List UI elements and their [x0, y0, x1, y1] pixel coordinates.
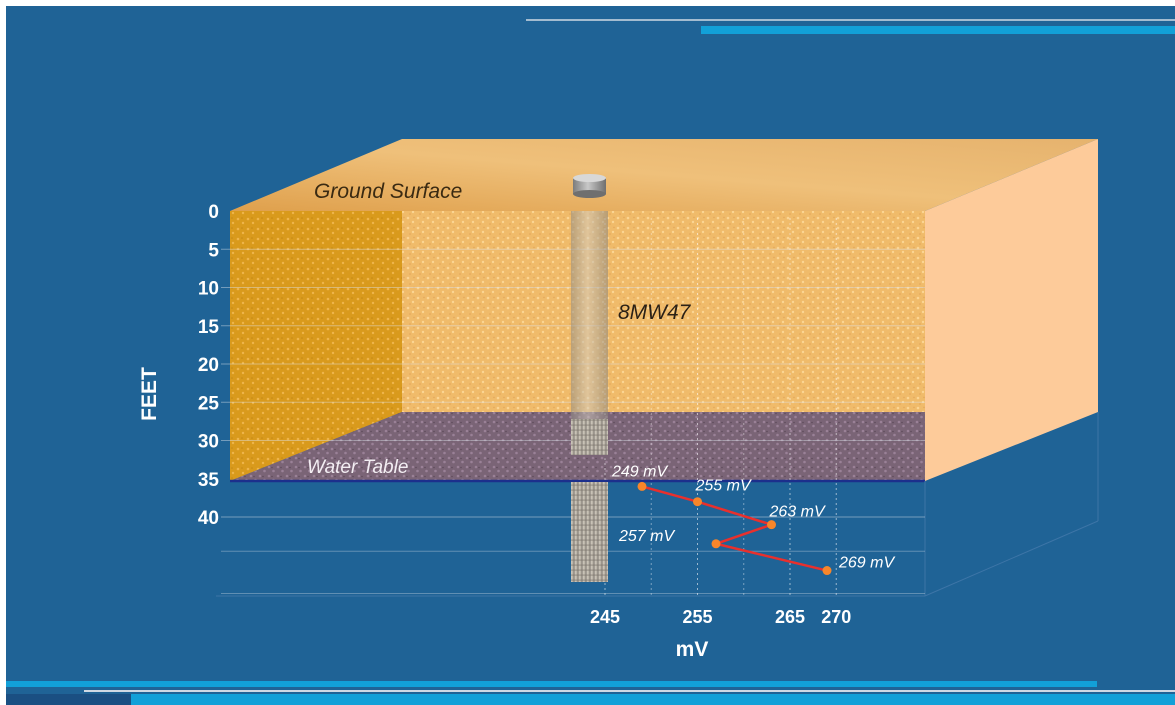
- well-cap: [573, 178, 606, 194]
- profile-point-label: 255 mV: [695, 478, 752, 495]
- x-axis-title: mV: [676, 638, 709, 661]
- ground-surface-top: [230, 139, 1098, 211]
- mv-tick-labels: 245 255 265 270: [590, 607, 851, 627]
- profile-point: [822, 566, 832, 576]
- depth-tick-label: 10: [198, 279, 219, 300]
- profile-point: [767, 520, 776, 530]
- water-table-label: Water Table: [307, 457, 408, 478]
- depth-tick-label: 25: [198, 393, 220, 414]
- y-axis-title: FEET: [138, 367, 161, 421]
- depth-tick-label: 20: [198, 355, 219, 376]
- diagram-canvas: Ground Surface Water Table 8MW47 FEET mV…: [6, 19, 1175, 705]
- depth-tick-label: 30: [198, 432, 219, 453]
- mv-tick-label: 265: [775, 607, 805, 627]
- unsaturated-zone: [402, 211, 925, 412]
- well-cap-bottom: [573, 190, 606, 198]
- profile-point: [693, 497, 702, 507]
- well-screen-lower: [571, 482, 608, 582]
- well-screen-upper: [571, 419, 608, 455]
- profile-point-label: 249 mV: [611, 463, 668, 480]
- header-accent-bar: [701, 26, 1175, 34]
- profile-point-label: 257 mV: [618, 528, 675, 545]
- well-cap-top: [573, 174, 606, 182]
- depth-tick-label: 15: [198, 317, 220, 338]
- footer-light-block: [131, 694, 1175, 705]
- monitoring-well: [571, 174, 608, 582]
- depth-tick-label: 35: [198, 470, 220, 491]
- back-left-wall: [230, 211, 402, 481]
- redox-profile: 249 mV 255 mV 263 mV 257 mV 269 mV: [611, 463, 895, 576]
- ground-surface-label: Ground Surface: [314, 180, 462, 203]
- mv-tick-label: 255: [682, 607, 712, 627]
- profile-point-label: 263 mV: [769, 504, 826, 521]
- profile-point: [637, 481, 647, 491]
- profile-point: [711, 539, 721, 549]
- footer-dark-block: [6, 694, 131, 705]
- wireframe-edge: [924, 520, 1099, 597]
- slide: Ground Surface Water Table 8MW47 FEET mV…: [6, 6, 1175, 705]
- footer-accent-bar: [6, 681, 1097, 687]
- mv-tick-label: 270: [821, 607, 851, 627]
- well-casing: [571, 211, 608, 427]
- profile-point-label: 269 mV: [838, 555, 895, 572]
- well-label: 8MW47: [618, 301, 692, 324]
- depth-tick-label: 40: [198, 508, 219, 529]
- depth-tick-label: 5: [208, 240, 219, 261]
- depth-tick-labels: 0 5 10 15 20 25 30 35 40: [198, 202, 220, 529]
- block-right-side: [925, 139, 1098, 481]
- depth-tick-label: 0: [208, 202, 219, 223]
- mv-tick-label: 245: [590, 607, 620, 627]
